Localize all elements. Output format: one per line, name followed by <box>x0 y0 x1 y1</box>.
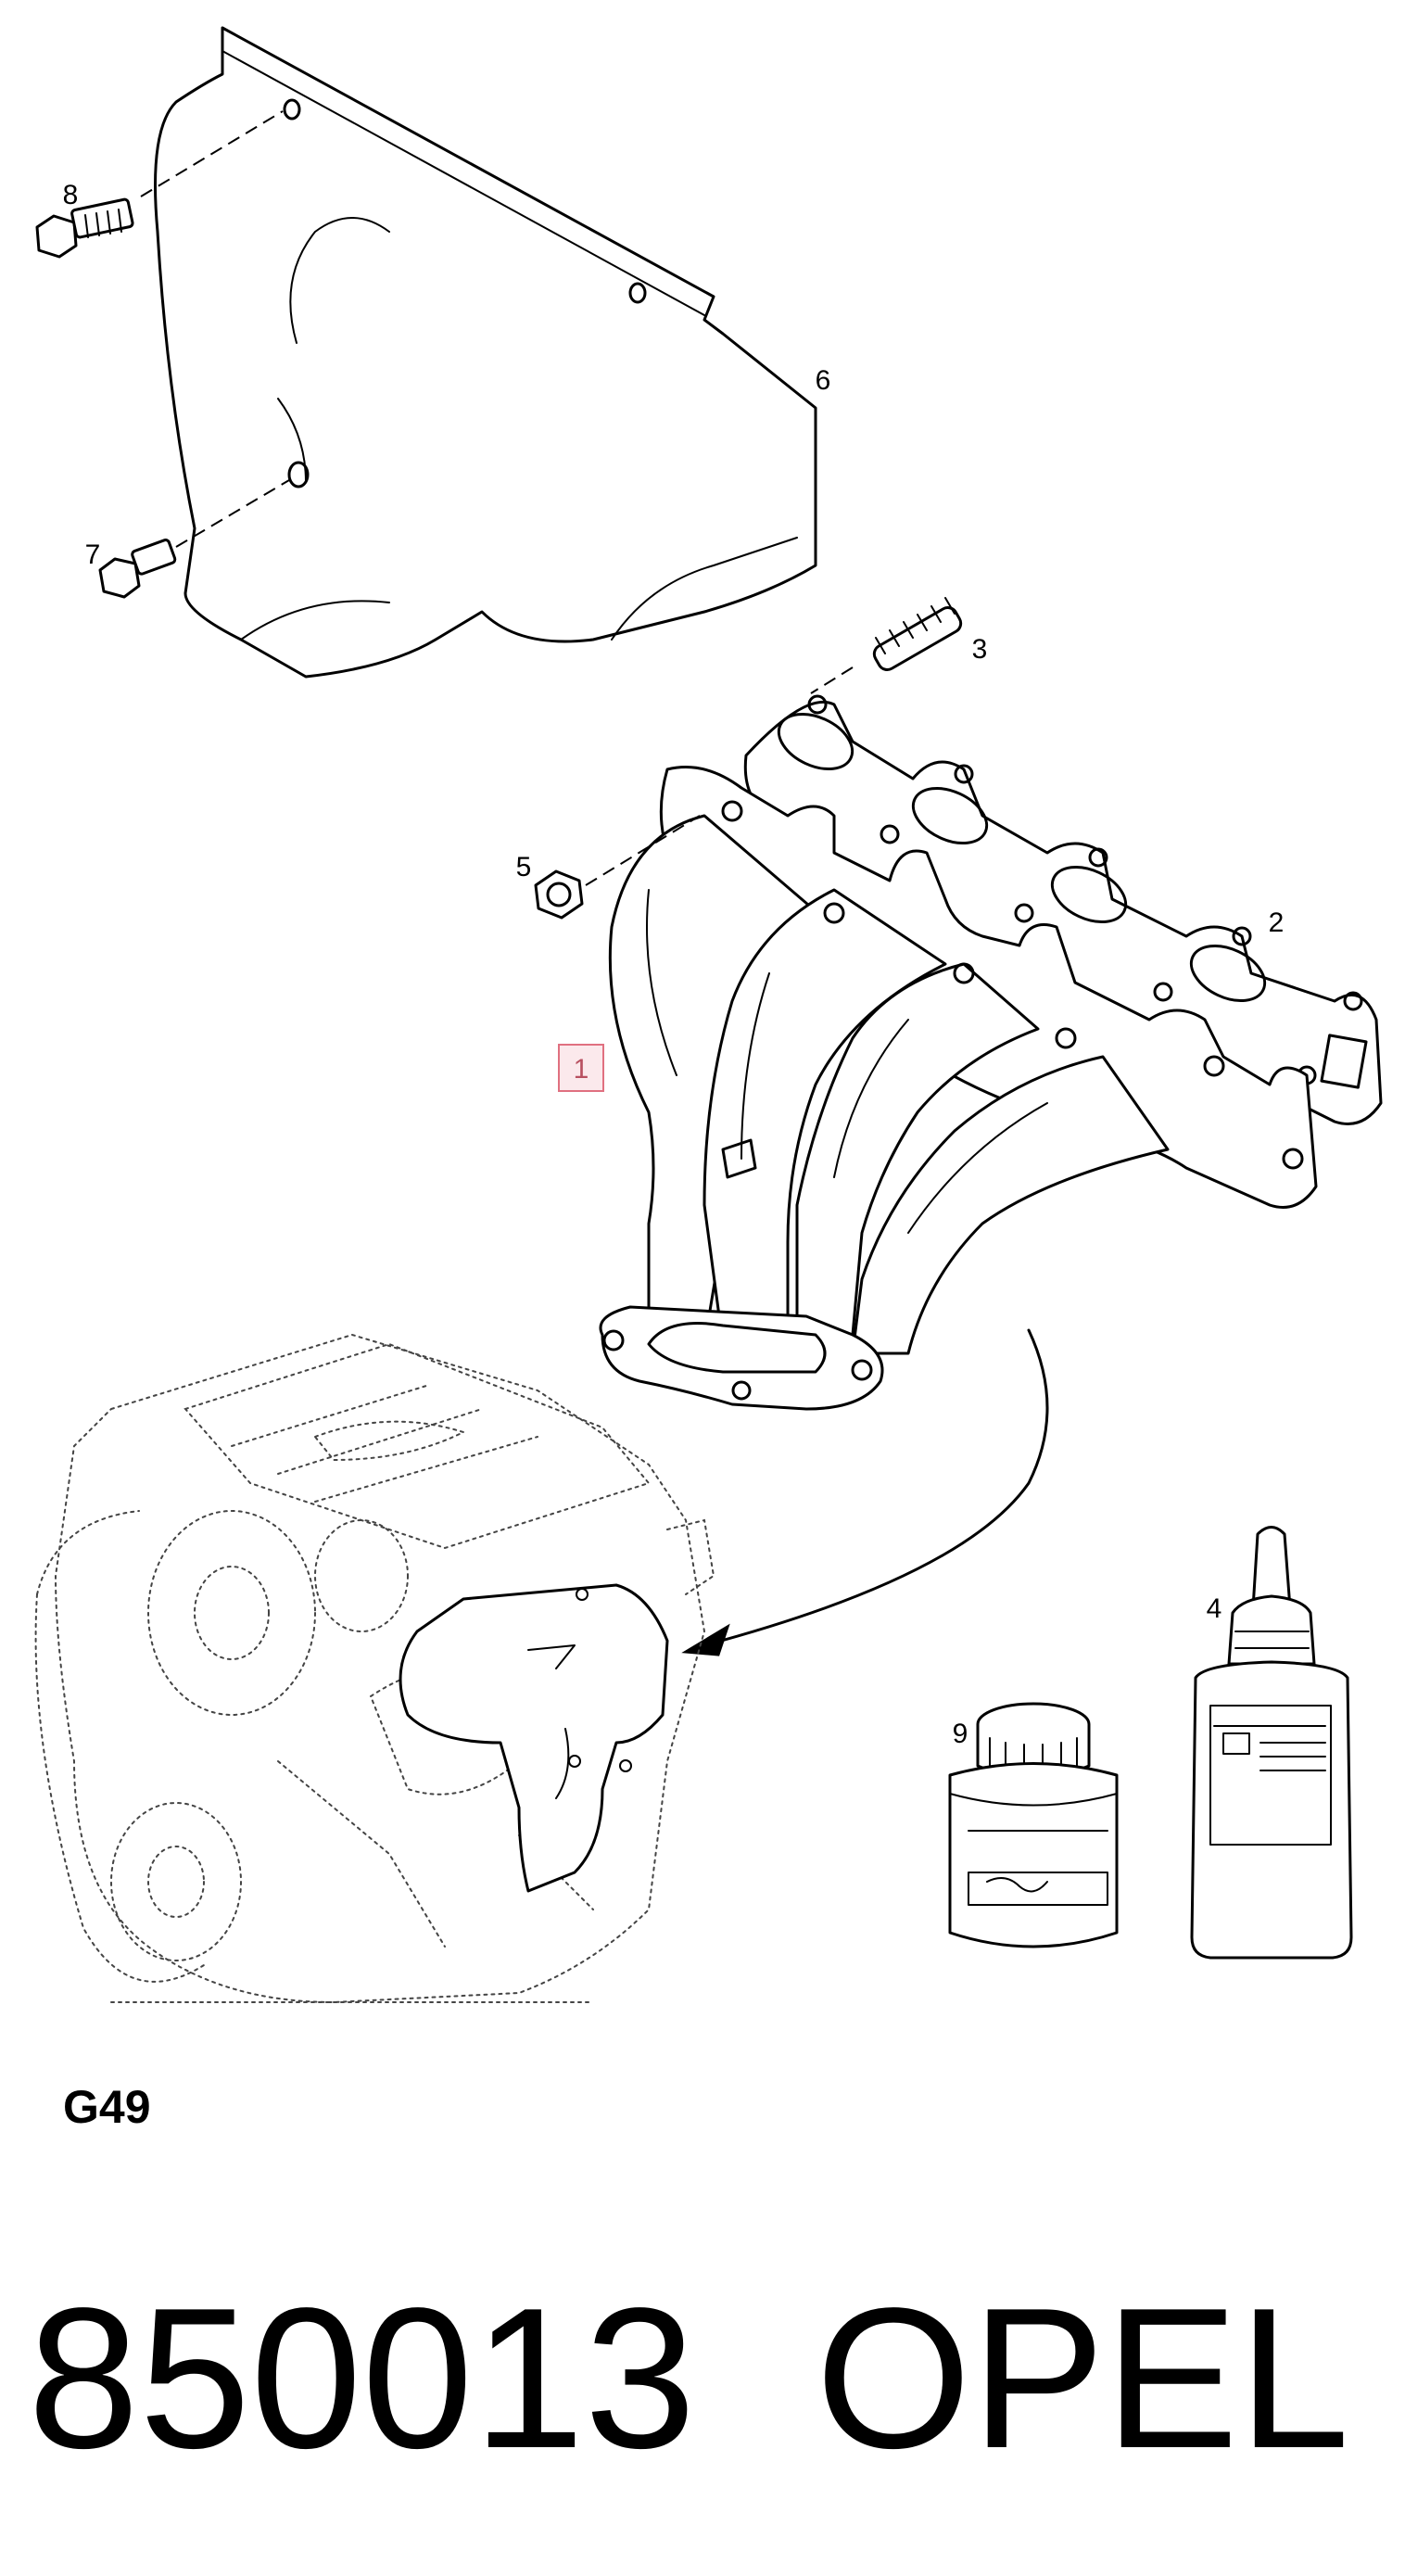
stud-3 <box>810 597 963 694</box>
callout-6[interactable]: 6 <box>816 365 831 396</box>
bolt-7 <box>98 479 290 599</box>
section-code: G49 <box>63 2081 151 2133</box>
callout-labels: 1 2 3 4 5 6 7 8 9 <box>63 180 1285 1749</box>
sealant-bottle-4 <box>1190 1526 1353 1960</box>
callout-9[interactable]: 9 <box>953 1719 968 1749</box>
callout-3[interactable]: 3 <box>972 634 988 665</box>
callout-8[interactable]: 8 <box>63 180 79 210</box>
nut-5 <box>534 815 701 920</box>
compound-jar-9 <box>948 1702 1119 1948</box>
bolt-8 <box>35 110 284 259</box>
callout-5[interactable]: 5 <box>516 852 532 882</box>
brand-name: OPEL <box>816 2265 1349 2490</box>
callout-1[interactable]: 1 <box>558 1044 604 1092</box>
heat-shield <box>154 26 817 679</box>
svg-text:1: 1 <box>574 1054 589 1085</box>
part-number: 850013 <box>28 2265 696 2490</box>
callout-7[interactable]: 7 <box>85 539 101 570</box>
assembly-arrow <box>681 1328 1049 1656</box>
callout-2[interactable]: 2 <box>1269 907 1285 938</box>
exhaust-manifold <box>599 766 1318 1411</box>
callout-4[interactable]: 4 <box>1207 1593 1222 1624</box>
engine-assembly <box>34 1333 715 2004</box>
